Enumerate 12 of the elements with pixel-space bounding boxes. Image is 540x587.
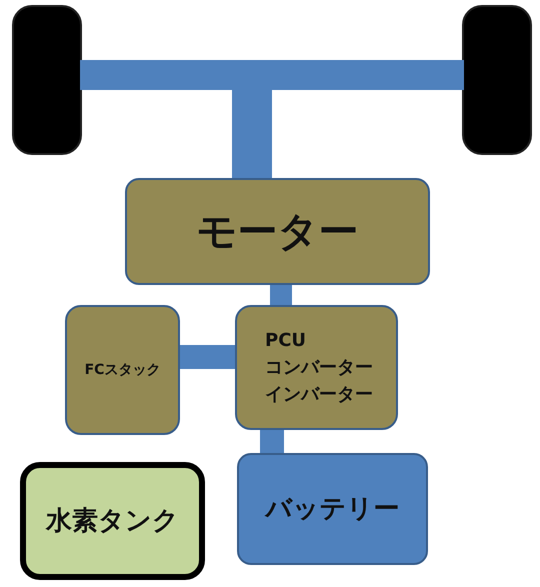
pcu-box: PCU コンバーター インバーター <box>235 305 398 430</box>
shaft <box>180 345 235 369</box>
wheel <box>462 5 532 155</box>
fc-stack-box: FCスタック <box>65 305 180 435</box>
hydrogen-tank-box: 水素タンク <box>20 462 205 580</box>
wheel <box>12 5 82 155</box>
shaft <box>232 90 272 178</box>
shaft <box>270 285 292 305</box>
axle-bar <box>80 60 464 90</box>
battery-box: バッテリー <box>237 453 428 565</box>
shaft <box>260 430 284 453</box>
motor-box: モーター <box>125 178 430 285</box>
